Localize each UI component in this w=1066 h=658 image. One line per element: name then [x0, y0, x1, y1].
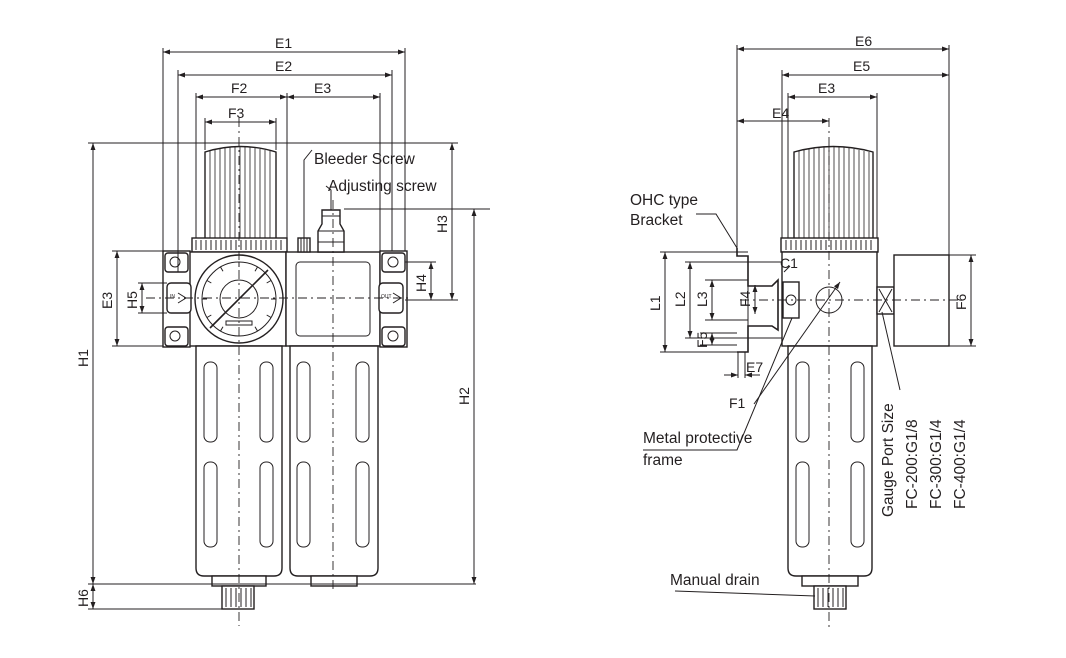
regulator-knob	[191, 145, 288, 253]
dim-C1: C1	[780, 255, 798, 271]
dim-L2: L2	[672, 291, 688, 307]
gauge-needle	[209, 269, 269, 329]
dim-E3-side: E3	[818, 80, 835, 96]
port-out-label: OUT	[381, 294, 392, 300]
pressure-gauge	[194, 254, 284, 344]
inlet-end-plate: IN	[162, 250, 192, 348]
outlet-end-plate: OUT	[378, 250, 408, 348]
side-bowl	[787, 345, 873, 610]
callout-frame-line2: frame	[643, 452, 683, 469]
gauge-port-size-table: Gauge Port Size FC-200:G1/8 FC-300:G1/4 …	[880, 403, 969, 517]
callout-adjusting-screw: Adjusting screw	[328, 178, 437, 195]
gauge-port-row-2: FC-300:G1/4	[928, 419, 945, 509]
side-regulator-knob	[780, 145, 879, 253]
callout-frame-line1: Metal protective	[643, 430, 752, 447]
dim-F1: F1	[729, 395, 746, 411]
dim-F3: F3	[228, 105, 245, 121]
dim-L3: L3	[694, 291, 710, 307]
front-view: IN	[75, 35, 490, 626]
dim-H5: H5	[124, 291, 140, 309]
callout-bleeder-screw: Bleeder Screw	[314, 151, 416, 168]
dim-E4: E4	[772, 105, 789, 121]
dim-E2: E2	[275, 58, 292, 74]
gauge-port-title: Gauge Port Size	[880, 403, 897, 517]
dim-H6: H6	[75, 589, 91, 607]
gauge-port-row-1: FC-200:G1/8	[904, 419, 921, 509]
dim-E1: E1	[275, 35, 292, 51]
dim-E5: E5	[853, 58, 870, 74]
dim-E6: E6	[855, 33, 872, 49]
port-in-label: IN	[170, 294, 175, 300]
dim-H2: H2	[456, 387, 472, 405]
dim-E3-vertical: E3	[99, 292, 115, 309]
gauge-port-row-3: FC-400:G1/4	[952, 419, 969, 509]
lubricator-bowl	[289, 345, 379, 587]
adjusting-screw	[317, 209, 345, 253]
dim-F5: F5	[694, 331, 710, 348]
dim-H1: H1	[75, 349, 91, 367]
dim-H3: H3	[434, 215, 450, 233]
callout-manual-drain: Manual drain	[670, 572, 760, 589]
dim-H4: H4	[413, 274, 429, 292]
dim-E7: E7	[746, 359, 763, 375]
dim-E3-front: E3	[314, 80, 331, 96]
dim-L1: L1	[647, 295, 663, 311]
dim-F2: F2	[231, 80, 248, 96]
callout-bracket-line2: Bracket	[630, 212, 683, 229]
side-gauge	[893, 254, 950, 347]
dim-F4: F4	[737, 290, 753, 307]
ohc-bracket	[736, 248, 779, 353]
callout-bracket-line1: OHC type	[630, 192, 698, 209]
dim-F6: F6	[953, 293, 969, 310]
side-view: E6 E5 E3 E4 F6 L1 L2 L3 F4 F5 E7 F1 C1 O…	[630, 33, 976, 630]
